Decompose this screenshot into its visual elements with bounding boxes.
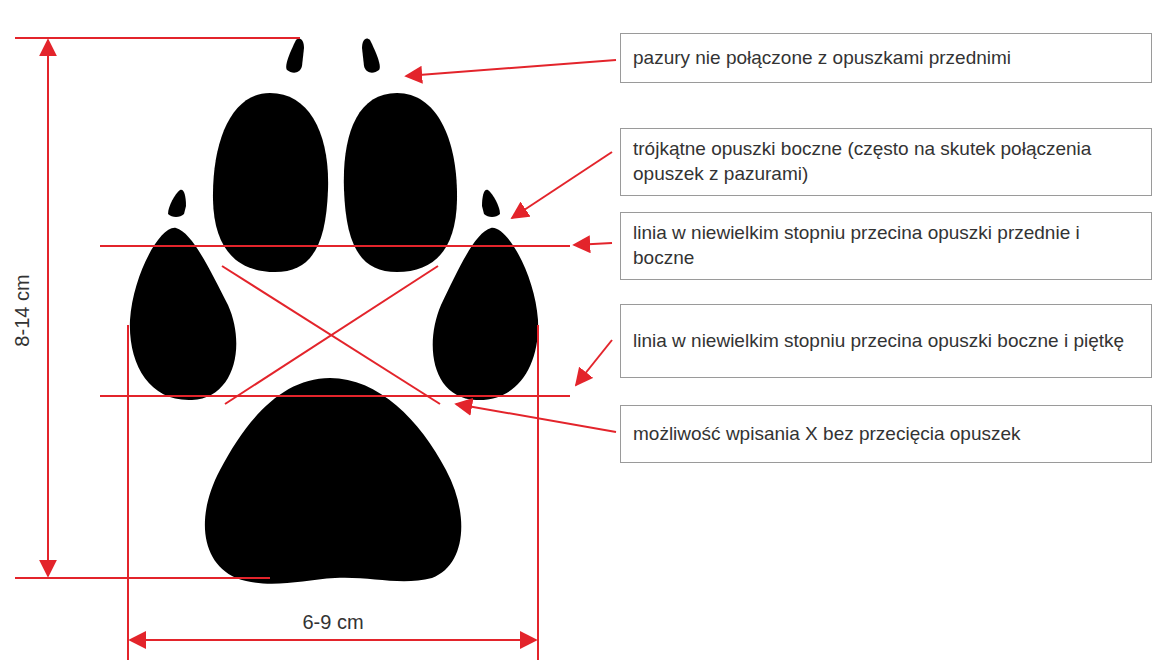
dimension-label: 8-14 cm: [11, 271, 34, 349]
callout-text: możliwość wpisania X bez przecięcia opus…: [633, 422, 1021, 447]
dimension-label: 6-9 cm: [299, 611, 366, 634]
callout-text: linia w niewielkim stopniu przecina opus…: [633, 329, 1124, 354]
callout-box: linia w niewielkim stopniu przecina opus…: [620, 212, 1152, 280]
callout-box: możliwość wpisania X bez przecięcia opus…: [620, 405, 1152, 463]
callout-text: linia w niewielkim stopniu przecina opus…: [633, 221, 1139, 270]
leader-arrows: [406, 60, 616, 432]
callout-text: trójkątne opuszki boczne (często na skut…: [633, 137, 1139, 186]
measure-lines: [15, 38, 570, 660]
callout-text: pazury nie połączone z opuszkami przedni…: [633, 46, 1011, 71]
callout-box: trójkątne opuszki boczne (często na skut…: [620, 128, 1152, 196]
paw-print: [130, 38, 538, 583]
callout-box: linia w niewielkim stopniu przecina opus…: [620, 304, 1152, 378]
callout-box: pazury nie połączone z opuszkami przedni…: [620, 33, 1152, 83]
